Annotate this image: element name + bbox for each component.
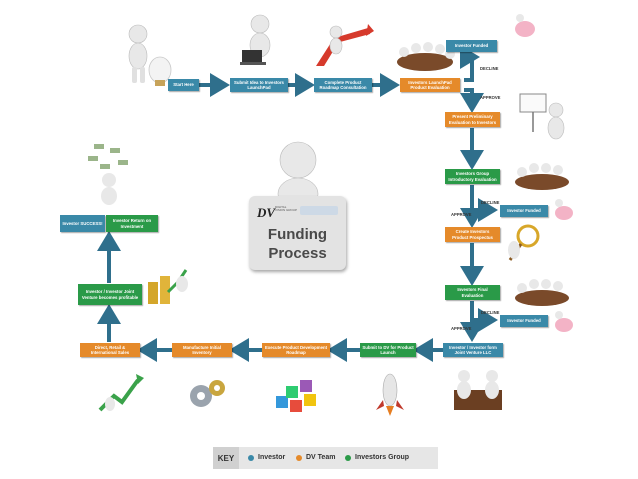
node-investor-funded-1: Investor Funded [446, 40, 497, 52]
node-investor-return: Investor Return on Investment [106, 215, 158, 232]
red-arrow-path-icon [316, 24, 374, 66]
logo-badge [300, 206, 338, 215]
label-decline-2: DECLINE [481, 200, 500, 205]
piggy-bank-figure-icon-3 [555, 311, 573, 332]
handshake-desk-icon [454, 370, 502, 410]
node-investor-funded-3: Investor Funded [500, 315, 548, 327]
money-rain-figure-icon [88, 144, 128, 205]
node-investor-success: Investor SUCCESS! [60, 215, 105, 232]
node-submit-idea: Submit Idea to Investors LaunchPad [230, 78, 288, 92]
node-start-here: Start Here [168, 79, 199, 91]
legend-key-title: KEY [213, 447, 239, 469]
meeting-table-icon-2 [515, 163, 569, 190]
meeting-table-icon [397, 42, 455, 71]
logo-subtitle: DIGITAL VISION GROUP [275, 205, 298, 213]
label-approve-2: APPROVE [451, 212, 472, 217]
piggy-bank-figure-icon-2 [555, 199, 573, 220]
investors-group-dot-icon [345, 454, 351, 461]
presentation-figure-icon [519, 93, 565, 140]
node-jv-profitable: Investor / Investor Joint Venture become… [78, 284, 142, 305]
gold-coins-figure-icon [148, 269, 188, 304]
gears-icon [190, 380, 225, 407]
legend-item-dv-team: DV Team [296, 454, 335, 461]
label-decline-1: DECLINE [480, 66, 499, 71]
arrow-decline-2 [470, 185, 498, 222]
arrow-approve-1 [460, 88, 484, 113]
node-investor-funded-2: Investor Funded [500, 205, 548, 217]
arrow-decline-1 [460, 45, 480, 82]
piggy-bank-figure-icon [515, 14, 535, 37]
dv-team-dot-icon [296, 454, 302, 461]
magnifier-figure-icon [508, 224, 540, 261]
node-submit-dv: Submit to DV for Product Launch [360, 343, 416, 357]
rocket-icon [376, 373, 404, 416]
label-approve-1: APPROVE [480, 95, 501, 100]
label-decline-3: DECLINE [481, 310, 500, 315]
dv-logo: DV [257, 205, 276, 220]
legend-label-investor: Investor [258, 454, 286, 461]
lightbulb-figure-icon [128, 24, 172, 86]
node-present-preliminary: Present Preliminary Evaluation to Invest… [445, 112, 500, 127]
label-approve-3: APPROVE [451, 326, 472, 331]
legend-label-investors-group: Investors Group [355, 454, 410, 461]
legend-label-dv-team: DV Team [306, 454, 336, 461]
building-blocks-icon [276, 380, 316, 412]
central-figure-icon [277, 141, 319, 208]
node-group-intro: Investors Group Introductory Evaluation [445, 169, 500, 184]
node-joint-venture: Investor / Investor form Joint Venture L… [443, 343, 503, 357]
meeting-table-icon-3 [515, 279, 569, 306]
node-execute-roadmap: Execute Product Development Roadmap [262, 343, 330, 357]
node-create-prospectus: Create Investors Product Prospectus [445, 227, 500, 242]
node-complete-roadmap: Complete Product Roadmap Consultation [314, 78, 372, 92]
growth-arrow-icon [98, 374, 144, 412]
node-product-evaluation: Investors LaunchPad Product Evaluation [400, 78, 460, 92]
node-final-evaluation: Investors Final Evaluation [445, 285, 500, 300]
legend-item-investor: Investor [248, 454, 285, 461]
legend-key [213, 447, 438, 469]
legend-item-investors-group: Investors Group [345, 454, 409, 461]
investor-dot-icon [248, 454, 254, 461]
center-title-line1: Funding [267, 226, 328, 243]
node-manufacture: Manufacture Initial Inventory [172, 343, 232, 357]
laptop-figure-icon [240, 14, 271, 65]
node-direct-retail: Direct, Retail & International Sales [80, 343, 140, 357]
center-title-line2: Process [268, 245, 327, 262]
